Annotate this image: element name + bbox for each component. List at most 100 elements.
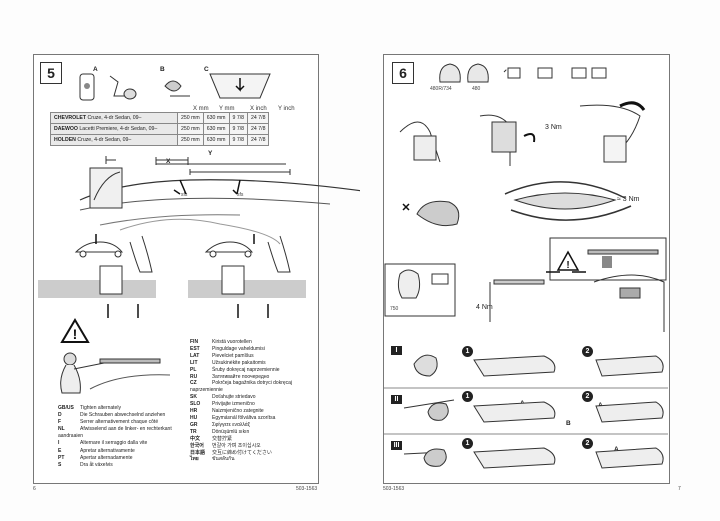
instruction-languages-right: FIN Kiristä vuorotellen EST Pinguldage vah… <box>190 339 315 463</box>
lang-text: 번갈아 가며 조이십시오 <box>212 442 261 449</box>
foot-parts-row <box>439 63 607 83</box>
torque-tool-sketch <box>402 181 632 227</box>
lang-text: Dönüşümlü sıkın <box>212 428 250 435</box>
part-label-750: 750 <box>390 306 399 312</box>
cell-x-inch: 9 7/8 <box>228 123 249 135</box>
part-750-sketch <box>384 263 665 332</box>
lang-text: Die Schrauben abwechselnd anziehen <box>80 412 166 419</box>
lang-row: LAT Pievelciet pamīšus <box>190 353 315 360</box>
sub-label-b: B <box>160 66 165 73</box>
lang-row: 한국어 번갈아 가며 조이십시오 <box>190 443 315 450</box>
lang-code: EST <box>190 345 200 352</box>
lang-code: PL <box>190 366 197 373</box>
cell-x-inch: 9 7/8 <box>228 112 249 124</box>
lang-code: S <box>58 461 62 468</box>
lang-code: LIT <box>190 359 198 366</box>
lang-text: Śruby dokręcaj naprzemiennie <box>212 366 280 373</box>
lang-text: Kiristä vuorotellen <box>212 339 252 345</box>
step-circle-1: 1 <box>462 391 473 402</box>
left-doc-code: 503-1563 <box>296 486 318 492</box>
lang-code: 한국어 <box>190 442 204 449</box>
table-row: CHEVROLET Cruze, 4-dr Sedan, 09– 250 mm … <box>50 112 270 124</box>
lang-code: RU <box>190 373 198 380</box>
sub-label-c: C <box>204 66 209 73</box>
dimension-y-label: Y <box>208 150 213 157</box>
vehicle-model: Lacetti Premiere, 4-dr Sedan, 09– <box>79 126 158 132</box>
lang-text: Doťahujte striedavo <box>212 394 256 401</box>
lang-code: GB/US <box>58 405 74 411</box>
svg-text:!: ! <box>566 260 569 271</box>
lang-text: Pokrčeja bagažnika dotryci dokręcaj napr… <box>190 380 293 394</box>
torque-label-4nm: 4 Nm <box>476 304 493 311</box>
foot-install-torque-sketch <box>399 101 646 166</box>
lang-row: GB/US Tighten alternately <box>58 405 183 412</box>
lang-code: HU <box>190 414 198 421</box>
lang-code: FIN <box>190 339 199 345</box>
cell-y-mm: 630 mm <box>202 134 230 146</box>
lang-text: Apertar alternadamente <box>80 454 133 461</box>
lang-code: NL <box>58 426 65 433</box>
cell-y-inch: 24 7/8 <box>247 112 270 124</box>
dimension-x-label: X <box>166 158 171 165</box>
lang-code: 日本語 <box>190 449 206 456</box>
right-page-number: 7 <box>678 486 681 492</box>
step-number-6: 6 <box>392 62 414 84</box>
car-roof-measurement-diagram <box>79 156 371 245</box>
vehicle-table: CHEVROLET Cruze, 4-dr Sedan, 09– 250 mm … <box>50 112 270 146</box>
lang-row: D Die Schrauben abwechselnd anziehen <box>58 412 183 419</box>
sub-label-a: A <box>93 66 98 73</box>
lang-row: LIT Užsukinėkite pakaitomis <box>190 360 315 367</box>
cleaning-sketches <box>79 73 271 101</box>
lang-text: 交替拧紧 <box>212 435 233 442</box>
lang-text: Serrer alternativement chaque côté <box>80 419 159 426</box>
cell-x-inch: 9 7/8 <box>228 134 249 146</box>
roman-label-i: I <box>391 346 402 355</box>
step-circle-1: 1 <box>462 346 473 357</box>
roman-label-ii: II <box>391 395 402 404</box>
vehicle-make: CHEVROLET <box>54 115 86 121</box>
col-header-y-inch: Y inch <box>278 106 295 112</box>
lang-code: LAT <box>190 352 200 359</box>
col-header-y-mm: Y mm <box>219 106 235 112</box>
col-header-x-inch: X inch <box>250 106 267 112</box>
lang-text: Pievelciet pamīšus <box>212 352 254 359</box>
ab-label-b: B <box>566 420 571 427</box>
lang-row: ไทยขันสลับกัน <box>190 456 315 463</box>
cell-x-mm: 250 mm <box>177 134 204 146</box>
vehicle-make: HOLDEN <box>54 137 76 143</box>
torque-label-approx-3nm: ≈ 3 Nm <box>617 196 640 203</box>
col-header-x-mm: X mm <box>193 106 209 112</box>
left-page-number: 6 <box>33 486 36 492</box>
lang-code: D <box>58 412 62 419</box>
roman-label-iii: III <box>391 441 402 450</box>
right-page: 6 480R/734 480 3 Nm ≈ 3 Nm ! <box>360 0 720 521</box>
warning-assembly-sketch: ! <box>549 237 667 281</box>
cell-y-inch: 24 7/8 <box>247 134 270 146</box>
lang-text: Užsukinėkite pakaitomis <box>212 359 266 366</box>
cell-y-mm: 630 mm <box>202 112 230 124</box>
end-cap-steps-sketch <box>384 354 668 469</box>
lang-text: Tighten alternately <box>80 405 121 411</box>
instruction-languages-left: GB/US Tighten alternately D Die Schrauben … <box>58 405 183 469</box>
cell-y-inch: 24 7/8 <box>247 123 270 135</box>
lang-code: GR <box>190 421 198 428</box>
step-circle-2: 2 <box>582 391 593 402</box>
torque-label-3nm: 3 Nm <box>545 124 562 131</box>
lang-code: CZ <box>190 380 197 387</box>
lang-code: ไทย <box>190 456 199 463</box>
table-row: DAEWOO Lacetti Premiere, 4-dr Sedan, 09–… <box>50 123 270 135</box>
lang-text: Privijajte izmenično <box>212 401 255 408</box>
vehicle-model: Cruze, 4-dr Sedan, 09– <box>87 115 142 121</box>
vehicle-make: DAEWOO <box>54 126 78 132</box>
sfs-label-1: sfs <box>181 192 188 198</box>
lang-text: Pinguldage vaheldumisi <box>212 345 265 352</box>
